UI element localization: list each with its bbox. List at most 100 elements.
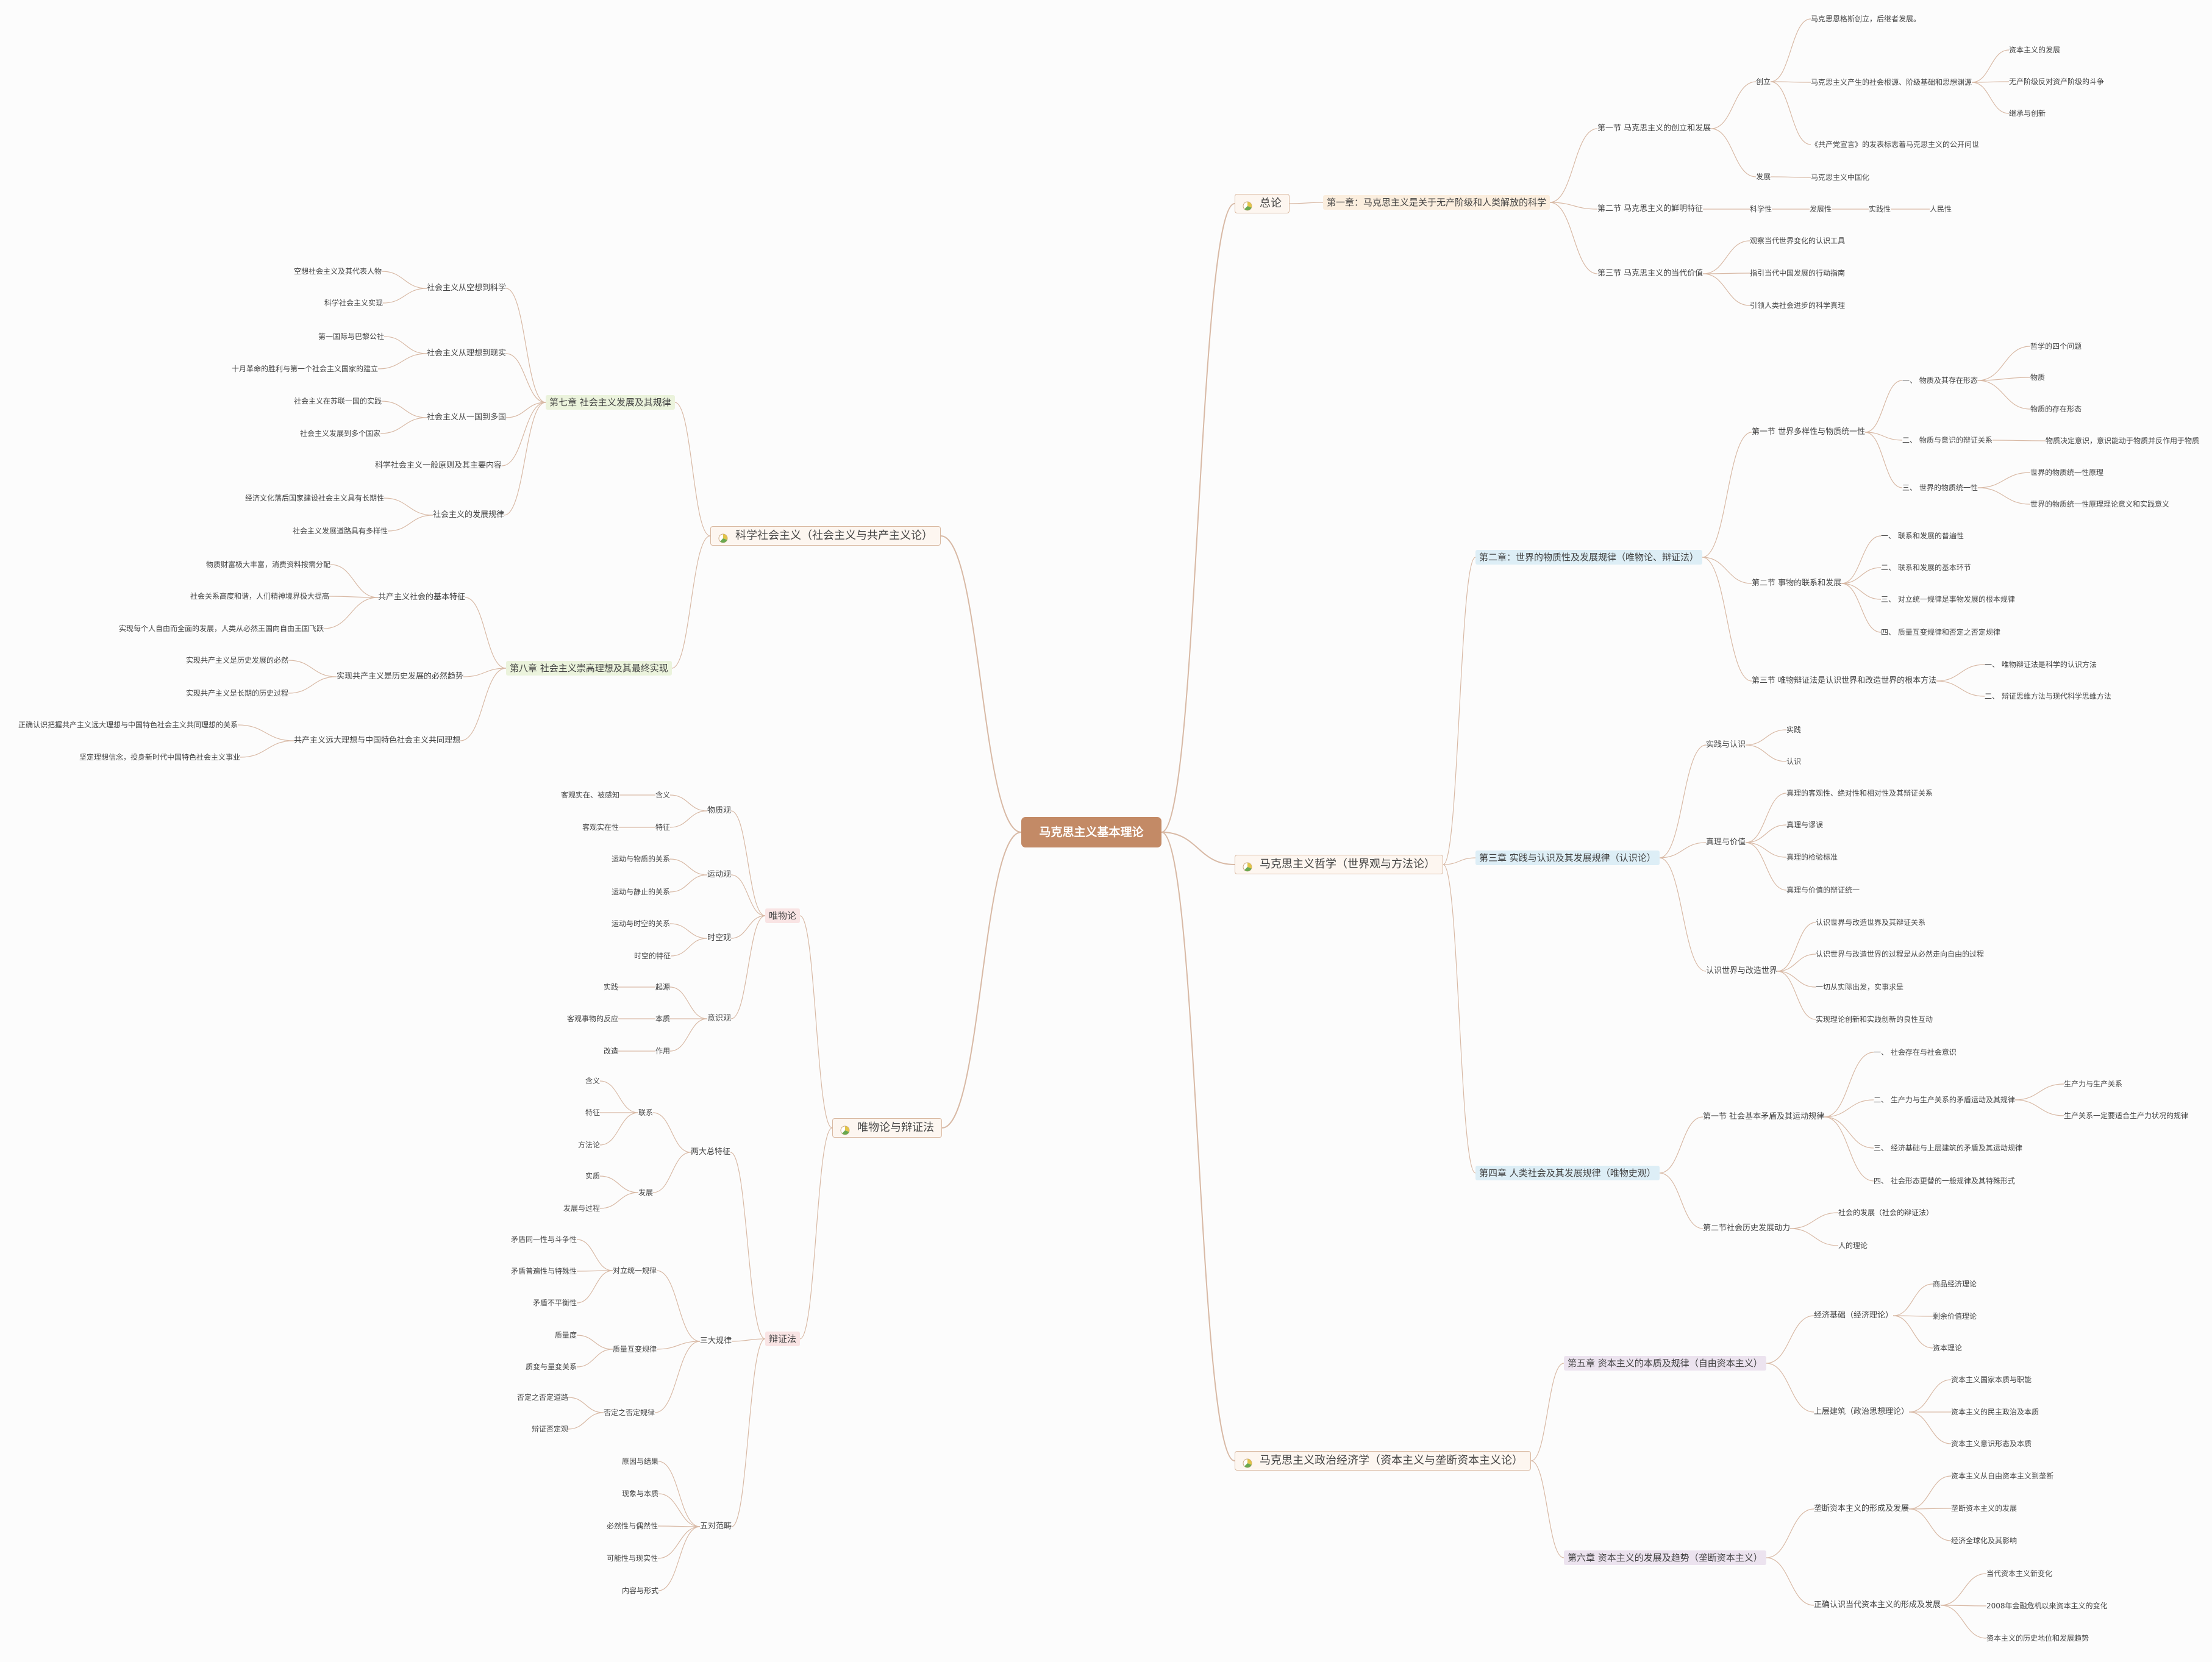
node[interactable]: 时空的特征 (634, 952, 671, 960)
section[interactable]: 社会主义从空想到科学 (427, 284, 507, 293)
node[interactable]: 对立统一规律 (613, 1266, 657, 1275)
node[interactable]: 二、 物质与意识的辩证关系 (1902, 436, 1993, 444)
node[interactable]: 客观实在、被感知 (561, 791, 620, 799)
node[interactable]: 联系 (638, 1108, 654, 1117)
node[interactable]: 特征 (655, 823, 671, 832)
node[interactable]: 剩余价值理论 (1933, 1312, 1977, 1321)
root-topic[interactable]: 马克思主义基本理论 (1021, 817, 1161, 847)
node[interactable]: 认识世界与改造世界的过程是从必然走向自由的过程 (1816, 950, 1985, 958)
section[interactable]: 共产主义社会的基本特征 (378, 593, 466, 602)
node[interactable]: 发展 (638, 1188, 654, 1197)
node[interactable]: 三、 经济基础与上层建筑的矛盾及其运动规律 (1874, 1144, 2022, 1152)
node[interactable]: 观察当代世界变化的认识工具 (1750, 237, 1846, 245)
node[interactable]: 二、 辩证思维方法与现代科学思维方法 (1985, 692, 2111, 701)
node[interactable]: 矛盾同一性与斗争性 (511, 1235, 577, 1244)
node[interactable]: 资本主义从自由资本主义到垄断 (1951, 1472, 2054, 1480)
node[interactable]: 世界的物质统一性原理 (2030, 468, 2104, 477)
node[interactable]: 经济文化落后国家建设社会主义具有长期性 (245, 494, 385, 502)
node[interactable]: 科学社会主义实现 (324, 299, 384, 307)
node[interactable]: 社会关系高度和谐，人们精神境界极大提高 (190, 592, 330, 601)
node[interactable]: 方法论 (578, 1141, 601, 1149)
node[interactable]: 一、 物质及其存在形态 (1902, 376, 1978, 385)
node[interactable]: 客观实在性 (582, 823, 619, 832)
node[interactable]: 矛盾不平衡性 (533, 1299, 577, 1307)
section[interactable]: 第一节 世界多样性与物质统一性 (1752, 427, 1866, 437)
node[interactable]: 运动与静止的关系 (612, 888, 671, 896)
node[interactable]: 社会主义在苏联一国的实践 (294, 397, 382, 405)
section[interactable]: 运动观 (707, 870, 732, 879)
chapter-4[interactable]: 第四章 人类社会及其发展规律（唯物史观） (1475, 1166, 1660, 1180)
node[interactable]: 内容与形式 (622, 1586, 659, 1595)
node[interactable]: 无产阶级反对资产阶级的斗争 (2009, 77, 2105, 86)
node[interactable]: 辩证否定观 (532, 1425, 569, 1433)
topic-materialism[interactable]: 唯物论 (765, 908, 801, 923)
node[interactable]: 《共产党宣言》的发表标志着马克思主义的公开问世 (1811, 140, 1980, 149)
section[interactable]: 第二节 事物的联系和发展 (1752, 579, 1842, 588)
node[interactable]: 物质 (2030, 373, 2046, 382)
node[interactable]: 改造 (604, 1047, 619, 1055)
chapter-2[interactable]: 第二章：世界的物质性及发展规律（唯物论、辩证法） (1475, 550, 1703, 565)
section[interactable]: 意识观 (707, 1014, 732, 1023)
node[interactable]: 引领人类社会进步的科学真理 (1750, 301, 1846, 310)
node[interactable]: 实践 (1786, 726, 1802, 734)
node[interactable]: 坚定理想信念，投身新时代中国特色社会主义事业 (79, 753, 241, 761)
node[interactable]: 真理与价值的辩证统一 (1786, 886, 1860, 894)
section[interactable]: 第二节社会历史发展动力 (1703, 1224, 1791, 1233)
node[interactable]: 一、 联系和发展的普遍性 (1881, 532, 1964, 540)
node[interactable]: 本质 (655, 1015, 671, 1023)
node[interactable]: 资本主义国家本质与职能 (1951, 1375, 2032, 1384)
node[interactable]: 空想社会主义及其代表人物 (294, 267, 382, 276)
node[interactable]: 第一国际与巴黎公社 (318, 332, 385, 341)
node[interactable]: 真理的客观性、绝对性和相对性及其辩证关系 (1786, 789, 1933, 797)
node[interactable]: 资本主义意识形态及本质 (1951, 1439, 2032, 1448)
chapter-8[interactable]: 第八章 社会主义崇高理想及其最终实现 (506, 661, 672, 676)
main-topic-philosophy[interactable]: 马克思主义哲学（世界观与方法论） (1235, 855, 1443, 874)
chapter-1[interactable]: 第一章：马克思主义是关于无产阶级和人类解放的科学 (1323, 195, 1550, 210)
chapter-6[interactable]: 第六章 资本主义的发展及趋势（垄断资本主义） (1564, 1550, 1766, 1565)
node[interactable]: 哲学的四个问题 (2030, 342, 2082, 351)
node[interactable]: 社会主义发展道路具有多样性 (293, 527, 388, 535)
node[interactable]: 实现共产主义是历史发展的必然 (186, 656, 289, 665)
node[interactable]: 一、 唯物辩证法是科学的认识方法 (1985, 660, 2097, 669)
node[interactable]: 发展与过程 (563, 1204, 601, 1213)
topic-dialectics[interactable]: 辩证法 (765, 1332, 801, 1346)
node[interactable]: 质变与量变关系 (526, 1363, 577, 1371)
section[interactable]: 共产主义远大理想与中国特色社会主义共同理想 (294, 736, 461, 745)
section[interactable]: 三大规律 (700, 1336, 732, 1346)
section[interactable]: 第二节 马克思主义的鲜明特征 (1597, 204, 1704, 213)
node[interactable]: 社会主义发展到多个国家 (300, 429, 381, 438)
section[interactable]: 科学社会主义一般原则及其主要内容 (375, 461, 502, 470)
section[interactable]: 垄断资本主义的形成及发展 (1814, 1504, 1910, 1513)
node[interactable]: 马克思主义产生的社会根源、阶级基础和思想渊源 (1811, 78, 1972, 87)
node[interactable]: 实践 (604, 983, 619, 991)
node[interactable]: 四、 社会形态更替的一般规律及其特殊形式 (1874, 1177, 2015, 1185)
node[interactable]: 当代资本主义新变化 (1986, 1569, 2053, 1578)
node[interactable]: 质量度 (555, 1331, 577, 1339)
node[interactable]: 正确认识把握共产主义远大理想与中国特色社会主义共同理想的关系 (18, 721, 238, 729)
node[interactable]: 四、 质量互变规律和否定之否定规律 (1881, 628, 2000, 637)
section[interactable]: 真理与价值 (1706, 838, 1746, 847)
node[interactable]: 作用 (655, 1047, 671, 1055)
node[interactable]: 三、 世界的物质统一性 (1902, 483, 1978, 492)
node[interactable]: 实践性 (1869, 205, 1891, 213)
section[interactable]: 经济基础（经济理论） (1814, 1311, 1894, 1320)
node[interactable]: 世界的物质统一性原理理论意义和实践意义 (2030, 500, 2170, 508)
section[interactable]: 两大总特征 (691, 1147, 731, 1157)
node[interactable]: 商品经济理论 (1933, 1280, 1977, 1288)
node[interactable]: 现象与本质 (622, 1489, 659, 1498)
node[interactable]: 起源 (655, 983, 671, 991)
node[interactable]: 资本主义的民主政治及本质 (1951, 1408, 2039, 1416)
node[interactable]: 指引当代中国发展的行动指南 (1750, 269, 1846, 277)
node[interactable]: 资本理论 (1933, 1344, 1963, 1352)
section[interactable]: 第一节 马克思主义的创立和发展 (1597, 124, 1711, 133)
node[interactable]: 经济全球化及其影响 (1951, 1536, 2018, 1545)
node[interactable]: 三、 对立统一规律是事物发展的根本规律 (1881, 595, 2015, 604)
section[interactable]: 上层建筑（政治思想理论） (1814, 1407, 1910, 1416)
node[interactable]: 矛盾普遍性与特殊性 (511, 1267, 577, 1275)
chapter-3[interactable]: 第三章 实践与认识及其发展规律（认识论） (1475, 851, 1660, 865)
section[interactable]: 正确认识当代资本主义的形成及发展 (1814, 1600, 1941, 1610)
node[interactable]: 资本主义的发展 (2009, 46, 2061, 54)
main-topic-overview[interactable]: 总论 (1235, 194, 1290, 213)
section[interactable]: 社会主义的发展规律 (433, 510, 505, 519)
node[interactable]: 实现共产主义是长期的历史过程 (186, 689, 289, 697)
